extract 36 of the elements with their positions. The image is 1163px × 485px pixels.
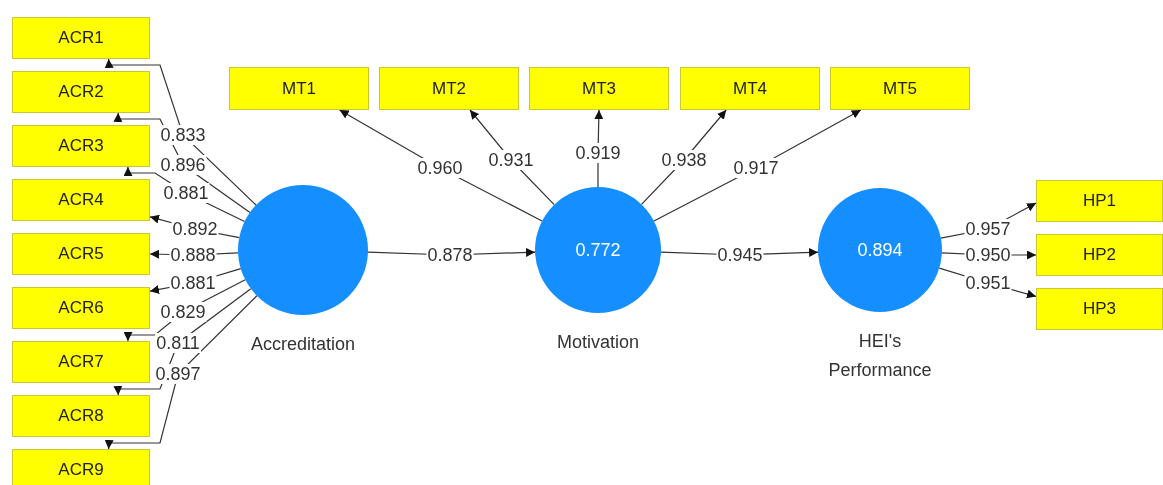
edge-label: 0.833 — [159, 125, 207, 145]
indicator-box: ACR8 — [12, 395, 150, 437]
indicator-box: ACR4 — [12, 179, 150, 221]
indicator-box: HP1 — [1036, 180, 1163, 222]
construct-name: Motivation — [555, 331, 640, 354]
indicator-box: ACR2 — [12, 71, 150, 113]
indicator-box: ACR6 — [12, 287, 150, 329]
edge-label: 0.919 — [574, 143, 622, 163]
edge-label: 0.931 — [487, 150, 535, 170]
indicator-box: HP3 — [1036, 288, 1163, 330]
indicator-box: ACR1 — [12, 17, 150, 59]
edge-label: 0.896 — [159, 155, 207, 175]
construct-name: Accreditation — [249, 333, 357, 356]
edge-label: 0.917 — [732, 158, 780, 178]
arrow — [104, 295, 258, 450]
r-squared-value: 0.894 — [857, 238, 903, 262]
indicator-box: MT5 — [830, 67, 970, 110]
construct-name: HEI's Performance — [827, 330, 933, 382]
edge-label: 0.881 — [162, 183, 210, 203]
indicator-box: ACR9 — [12, 449, 150, 485]
edge-label: 0.897 — [154, 364, 202, 384]
indicator-box: MT4 — [680, 67, 820, 110]
indicator-box: MT2 — [379, 67, 519, 110]
edge-label: 0.951 — [964, 273, 1012, 293]
indicator-box: HP2 — [1036, 234, 1163, 276]
arrow — [104, 58, 257, 206]
indicator-box: ACR5 — [12, 233, 150, 275]
edge-label: 0.938 — [660, 150, 708, 170]
edge-label: 0.960 — [416, 158, 464, 178]
edge-label: 0.829 — [159, 302, 207, 322]
indicator-box: MT3 — [529, 67, 669, 110]
indicator-box: ACR7 — [12, 341, 150, 383]
r-squared-value: 0.772 — [575, 238, 621, 262]
edge-label: 0.811 — [155, 333, 201, 353]
indicator-box: MT1 — [229, 67, 369, 110]
indicator-box: ACR3 — [12, 125, 150, 167]
